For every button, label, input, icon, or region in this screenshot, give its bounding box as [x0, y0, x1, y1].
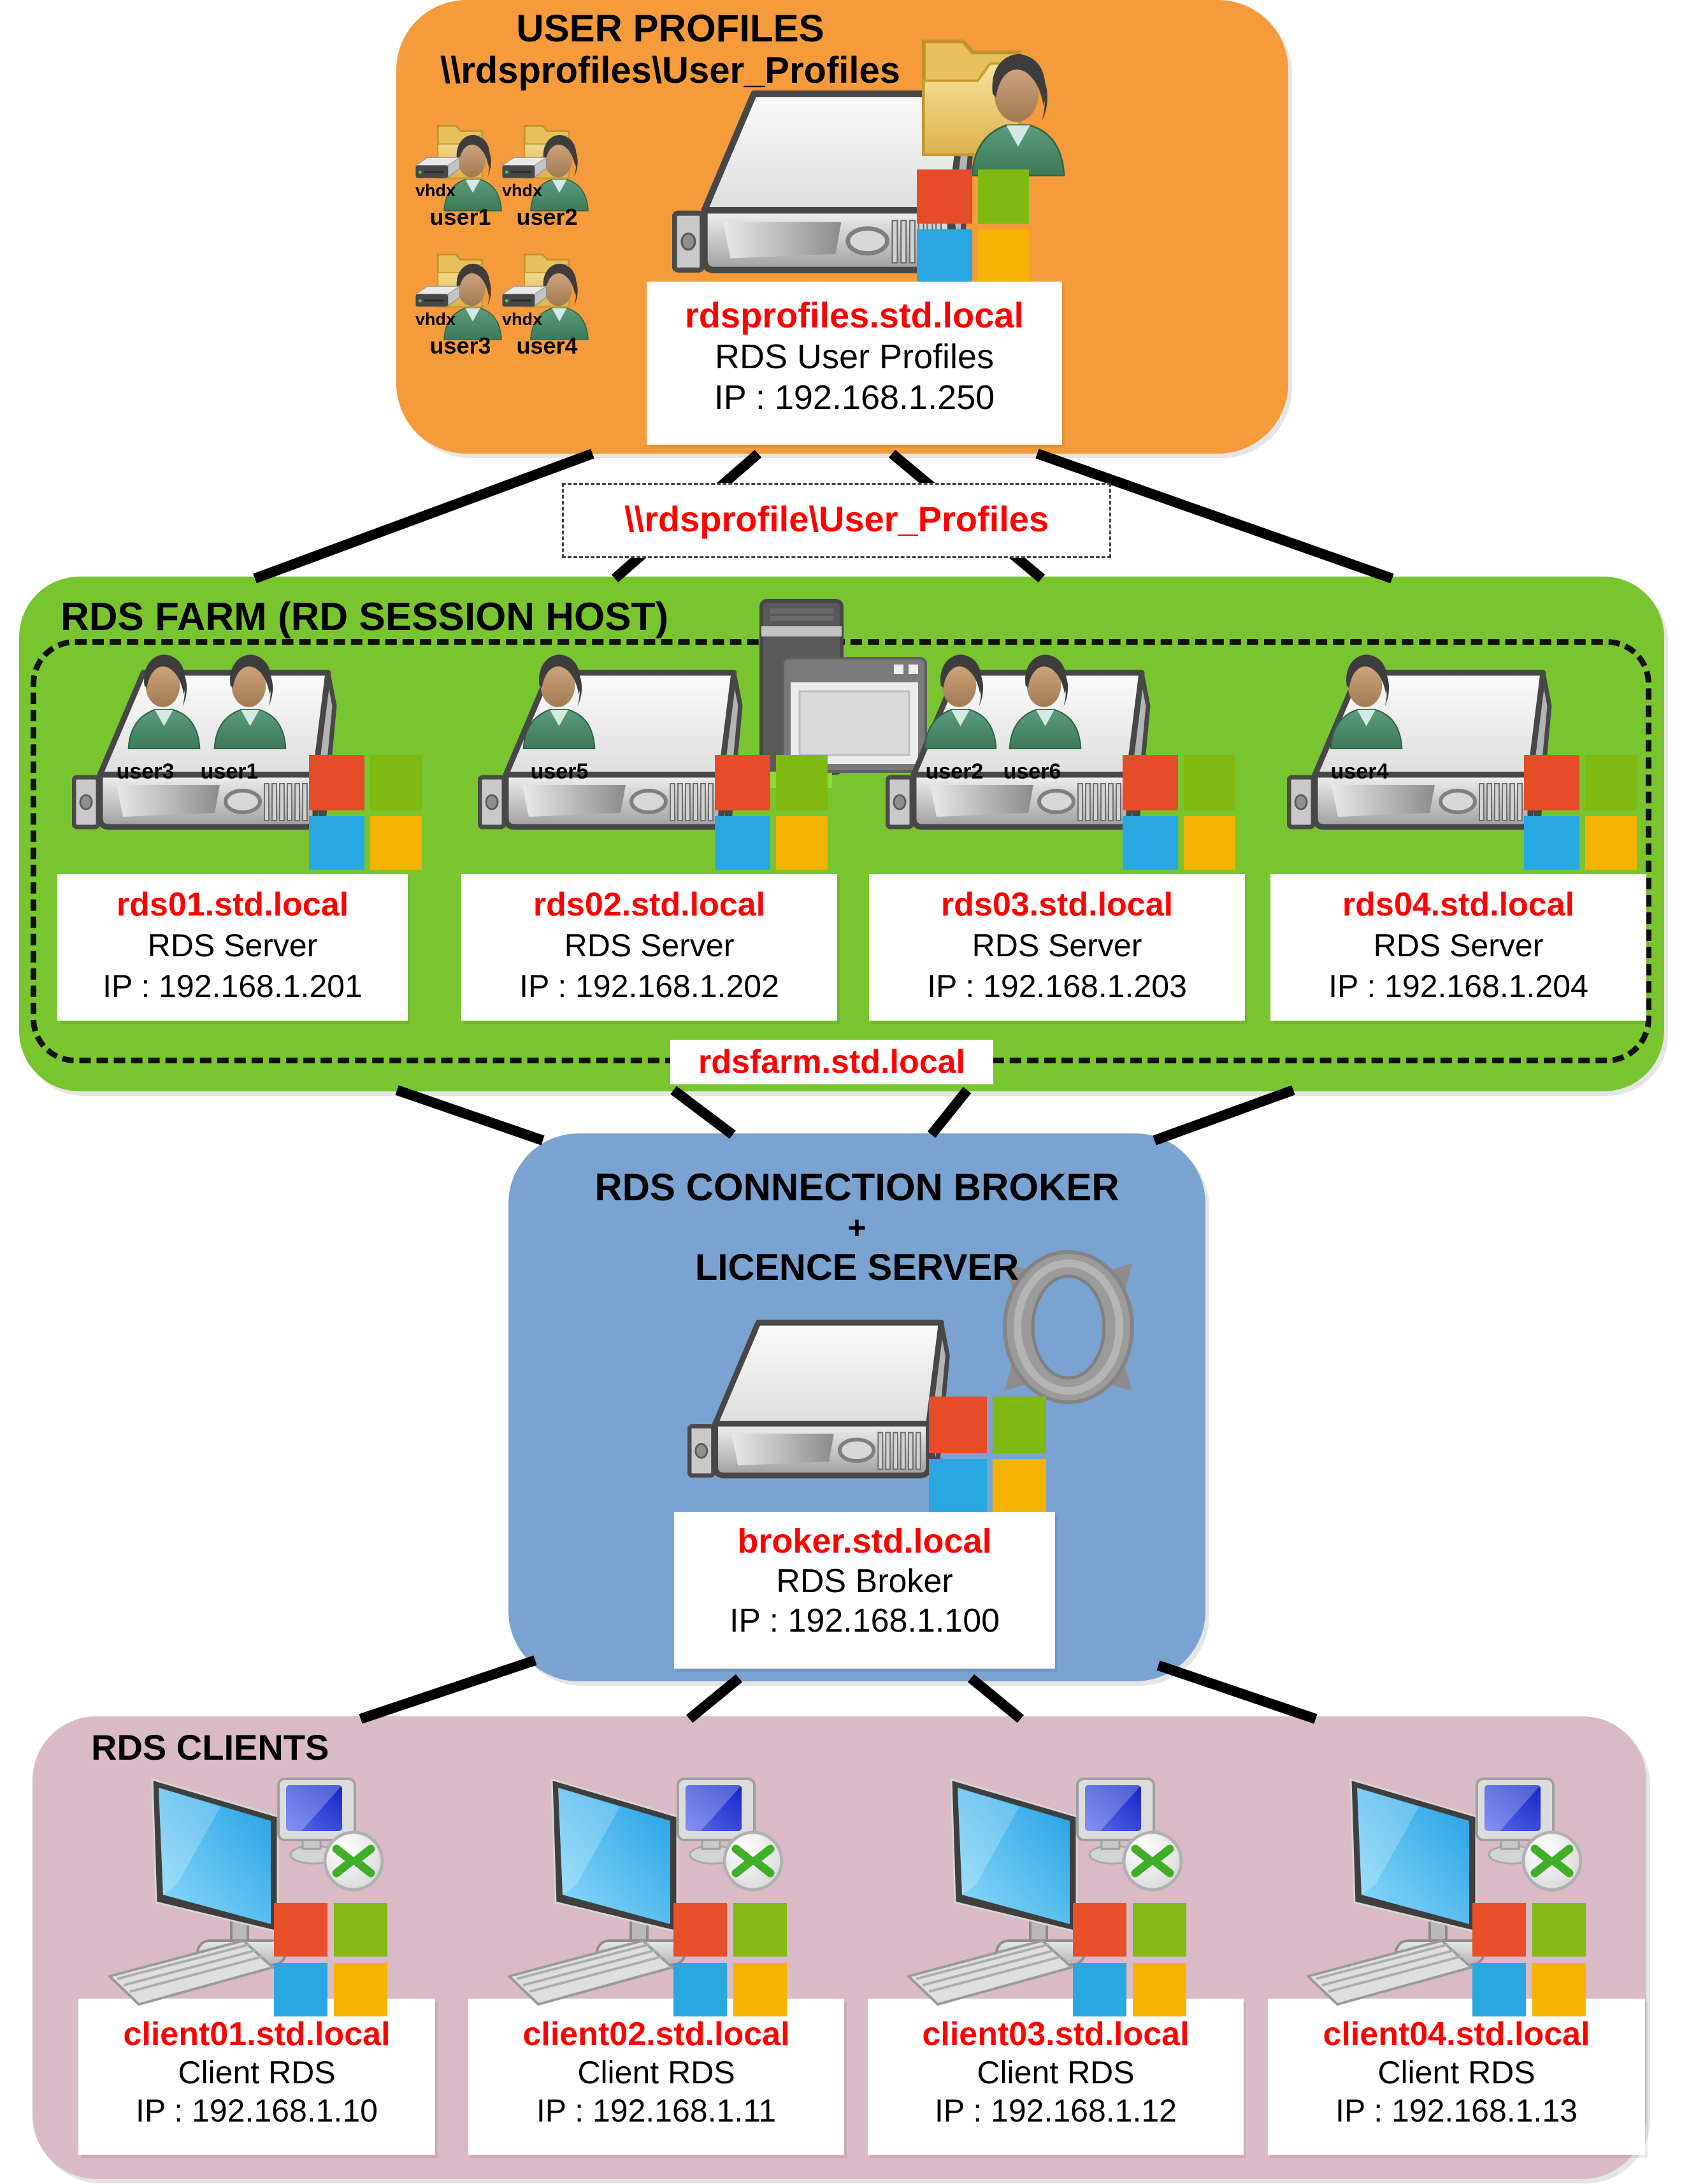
rds03-role: RDS Server [972, 928, 1142, 963]
client-computer-icon [1307, 1778, 1587, 2020]
client03-ip: IP : 192.168.1.12 [935, 2093, 1177, 2129]
user-icon [124, 651, 204, 750]
rds01-server-group: user3 user1 [72, 650, 429, 870]
rds01-label: rds01.std.local RDS Server IP : 192.168.… [57, 874, 408, 1021]
user-profiles-title-line1: USER PROFILES [516, 7, 824, 50]
client02-label: client02.std.local Client RDS IP : 192.1… [468, 1999, 844, 2155]
rds02-label: rds02.std.local RDS Server IP : 192.168.… [461, 874, 837, 1021]
user-icon [210, 651, 290, 750]
rds01-hostname: rds01.std.local [116, 886, 349, 923]
broker-role: RDS Broker [776, 1563, 953, 1600]
broker-hostname: broker.std.local [737, 1522, 992, 1560]
vhdx-disk-icon [501, 283, 548, 311]
session-user-name: user4 [1330, 759, 1389, 784]
client01-label: client01.std.local Client RDS IP : 192.1… [78, 1999, 435, 2155]
rds04-label: rds04.std.local RDS Server IP : 192.168.… [1270, 874, 1646, 1021]
client02-hostname: client02.std.local [522, 2016, 790, 2053]
profile-user1-cell: vhdx user1 [414, 94, 507, 230]
windows-logo [715, 755, 828, 870]
rds02-hostname: rds02.std.local [533, 886, 766, 923]
rds-farm-title: RDS FARM (RD SESSION HOST) [61, 595, 669, 639]
user-profiles-title: USER PROFILES \\rdsprofiles\User_Profile… [396, 8, 944, 92]
profiles-role: RDS User Profiles [714, 338, 995, 376]
client04-ip: IP : 192.168.1.13 [1335, 2093, 1578, 2129]
client02-role: Client RDS [577, 2055, 735, 2090]
client04-hostname: client04.std.local [1323, 2016, 1590, 2053]
vhdx-disk-icon [414, 283, 461, 311]
session-user-name: user3 [116, 759, 175, 784]
rds03-server-group: user2 user6 [886, 650, 1242, 870]
rds03-hostname: rds03.std.local [940, 886, 1174, 923]
broker-ip: IP : 192.168.1.100 [729, 1602, 1000, 1639]
rds04-server-group: user4 [1287, 650, 1644, 870]
profiles-server-label: rdsprofiles.std.local RDS User Profiles … [647, 282, 1062, 445]
rds04-role: RDS Server [1373, 928, 1544, 963]
client-computer-icon [108, 1778, 389, 2020]
client01-ip: IP : 192.168.1.10 [136, 2093, 378, 2129]
profile-user-name: user2 [516, 204, 578, 230]
client04-role: Client RDS [1377, 2055, 1535, 2090]
vhdx-label: vhdx [502, 181, 543, 200]
rds02-server-group: user5 [478, 650, 835, 870]
windows-logo [1123, 755, 1235, 870]
client03-hostname: client03.std.local [922, 2016, 1190, 2053]
vhdx-label: vhdx [415, 310, 456, 329]
user-icon [921, 651, 1000, 750]
session-user-name: user2 [925, 759, 984, 784]
client03-role: Client RDS [977, 2055, 1135, 2090]
rds-farm-box: RDS FARM (RD SESSION HOST) user3 user1 u… [19, 577, 1664, 1091]
session-user-name: user1 [200, 759, 259, 784]
profile-user4-cell: vhdx user4 [501, 223, 593, 359]
client-computer-icon [508, 1778, 788, 2020]
rds02-ip: IP : 192.168.1.202 [519, 968, 779, 1004]
broker-title-line3: LICENCE SERVER [694, 1247, 1019, 1288]
rds01-ip: IP : 192.168.1.201 [103, 968, 363, 1004]
vhdx-label: vhdx [415, 181, 456, 200]
client03-label: client03.std.local Client RDS IP : 192.1… [868, 1999, 1244, 2155]
vhdx-disk-icon [501, 154, 548, 182]
windows-logo [309, 755, 422, 870]
rds04-hostname: rds04.std.local [1342, 886, 1575, 923]
client02-ip: IP : 192.168.1.11 [536, 2093, 777, 2129]
rds-clients-box: RDS CLIENTS client01.std.local Client RD… [32, 1716, 1646, 2179]
user-icon [1005, 651, 1085, 750]
user-profiles-share-path: \\rdsprofiles\User_Profiles [440, 50, 901, 91]
rds03-label: rds03.std.local RDS Server IP : 192.168.… [869, 874, 1245, 1021]
windows-logo [1524, 755, 1637, 870]
rds02-role: RDS Server [564, 928, 735, 963]
client01-role: Client RDS [178, 2055, 336, 2090]
profile-user-name: user1 [429, 204, 491, 230]
broker-title-line1: RDS CONNECTION BROKER [594, 1166, 1119, 1209]
client-computer-icon [907, 1778, 1188, 2020]
windows-logo [917, 169, 1029, 282]
farm-cluster-label: rdsfarm.std.local [670, 1040, 993, 1084]
client04-label: client04.std.local Client RDS IP : 192.1… [1268, 1999, 1645, 2155]
broker-title-plus: + [847, 1210, 866, 1246]
connection-broker-box: RDS CONNECTION BROKER + LICENCE SERVER b… [508, 1133, 1205, 1681]
user-icon [939, 50, 1097, 177]
profile-user2-cell: vhdx user2 [501, 94, 593, 230]
profiles-hostname: rdsprofiles.std.local [684, 295, 1024, 335]
broker-title: RDS CONNECTION BROKER + LICENCE SERVER [508, 1165, 1205, 1290]
windows-logo [929, 1397, 1046, 1514]
rds01-role: RDS Server [147, 928, 318, 963]
profile-user3-cell: vhdx user3 [414, 223, 507, 359]
session-user-name: user6 [1003, 759, 1061, 784]
profiles-ip: IP : 192.168.1.250 [714, 378, 995, 417]
user-icon [519, 651, 599, 750]
user-icon [1326, 651, 1406, 750]
profile-user-name: user4 [516, 333, 578, 359]
user-profiles-box: USER PROFILES \\rdsprofiles\User_Profile… [396, 0, 1288, 454]
session-user-name: user5 [530, 759, 589, 784]
vhdx-label: vhdx [502, 310, 543, 329]
rds04-ip: IP : 192.168.1.204 [1328, 968, 1588, 1004]
share-path-label: \\rdsprofile\User_Profiles [562, 483, 1111, 558]
vhdx-disk-icon [414, 154, 461, 182]
rds-clients-title: RDS CLIENTS [91, 1727, 329, 1767]
broker-label: broker.std.local RDS Broker IP : 192.168… [674, 1512, 1055, 1669]
client01-hostname: client01.std.local [123, 2016, 391, 2053]
rds03-ip: IP : 192.168.1.203 [927, 968, 1187, 1004]
profile-user-name: user3 [429, 333, 491, 359]
